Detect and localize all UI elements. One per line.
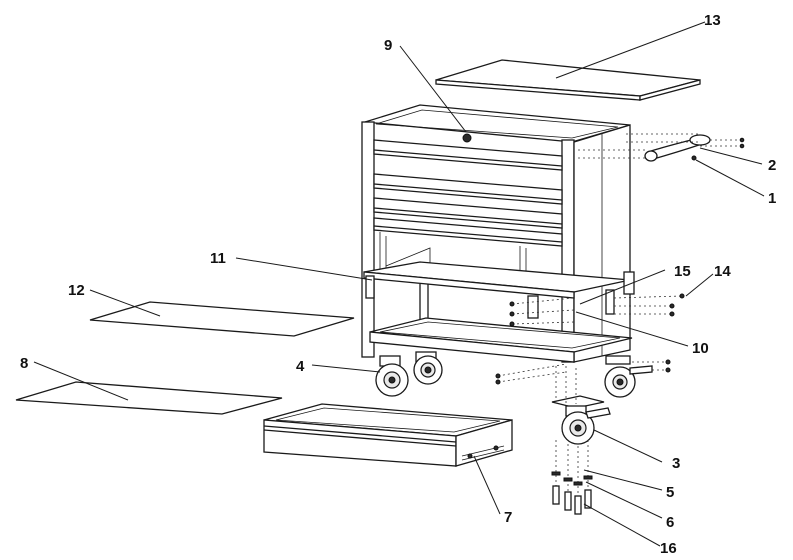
caster-hardware <box>551 440 593 515</box>
part-label-15: 15 <box>674 263 691 280</box>
part-label-1: 1 <box>768 190 776 207</box>
leader-lines <box>33 21 765 547</box>
part-label-8: 8 <box>20 355 28 372</box>
part-label-11: 11 <box>210 250 226 267</box>
lock-icon <box>462 133 472 143</box>
part-label-9: 9 <box>384 37 392 54</box>
part-label-12: 12 <box>68 282 85 299</box>
top-mat <box>435 59 701 101</box>
part-number-labels: 1 2 3 4 5 6 7 8 9 10 11 12 13 14 15 16 <box>20 12 776 557</box>
part-label-4: 4 <box>296 358 305 375</box>
side-handle <box>578 133 745 162</box>
part-label-6: 6 <box>666 514 674 531</box>
part-label-5: 5 <box>666 484 674 501</box>
part-label-13: 13 <box>704 12 721 29</box>
part-label-14: 14 <box>714 263 731 280</box>
bracket-bolts <box>495 293 685 385</box>
cabinet-drawers <box>373 139 563 247</box>
part-label-7: 7 <box>504 509 512 526</box>
brake-casters <box>551 355 653 445</box>
drawer-liners <box>15 301 355 415</box>
part-label-16: 16 <box>660 540 677 557</box>
part-label-10: 10 <box>692 340 709 357</box>
tool-cart-cabinet <box>361 104 635 363</box>
part-label-2: 2 <box>768 157 776 174</box>
fixed-casters <box>375 351 443 397</box>
drawer <box>263 403 513 467</box>
part-label-3: 3 <box>672 455 680 472</box>
